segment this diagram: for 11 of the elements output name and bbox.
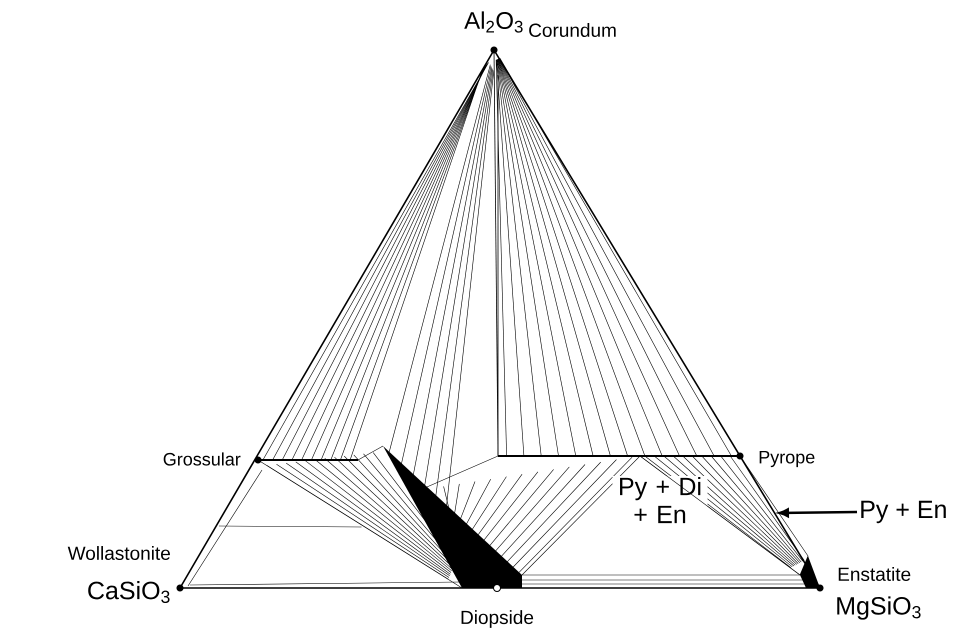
- mineral-label: Pyrope: [760, 450, 814, 468]
- phase-field-label: Py + Di + En: [612, 476, 708, 524]
- mineral-label: Diopside: [462, 610, 534, 628]
- mineral-label: Corundum: [529, 23, 616, 37]
- formula-label: Al$_{2}$O$_{3}$: [464, 11, 523, 33]
- mineral-label: Enstatite: [838, 567, 910, 581]
- formula-label: MgSiO$_{3}$: [837, 596, 921, 620]
- formula-label: CaSiO$_{3}$: [88, 581, 170, 604]
- mineral-label: Grossular: [164, 452, 240, 466]
- mineral-label: Wollastonite: [68, 546, 170, 560]
- region-label: Py + En: [861, 500, 946, 524]
